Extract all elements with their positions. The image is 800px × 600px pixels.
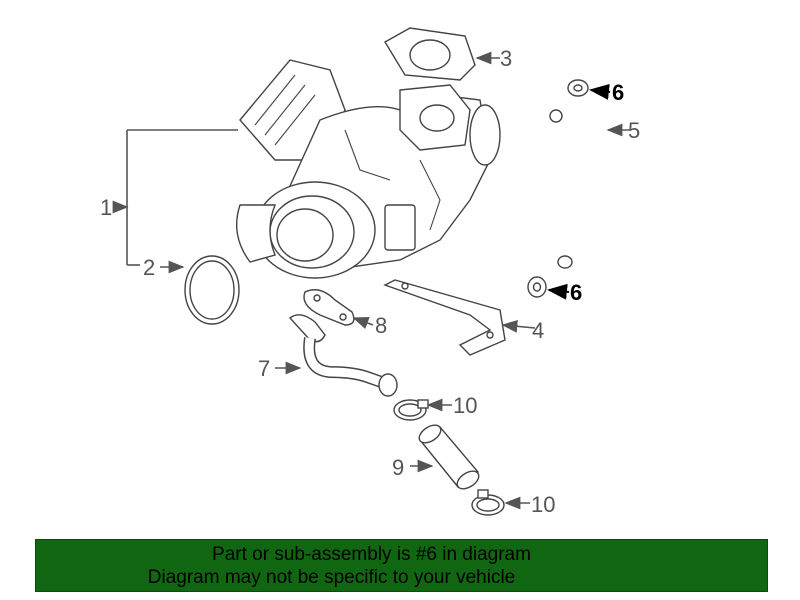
callout-9: 9 — [392, 455, 404, 480]
sealing-washer-part-6-bottom — [527, 276, 547, 298]
callout-5: 5 — [628, 118, 640, 143]
bracket-part-4 — [383, 279, 506, 356]
oil-return-pipe-part-7 — [288, 314, 398, 397]
banner-line-1: Part or sub-assembly is #6 in diagram — [212, 543, 531, 565]
gasket-part-3 — [384, 27, 476, 81]
hose-part-9 — [418, 424, 480, 490]
hose-clamp-part-10-lower — [471, 489, 505, 516]
oil-feed-line-part-5 — [537, 109, 608, 269]
callout-7: 7 — [258, 356, 270, 381]
hose-clamp-part-10-upper — [393, 399, 429, 421]
callout-4: 4 — [532, 318, 544, 343]
callout-6-top: 6 — [612, 80, 624, 105]
callout-8: 8 — [375, 313, 387, 338]
callout-3: 3 — [500, 46, 512, 71]
leader-lines — [117, 51, 630, 510]
callout-2: 2 — [143, 255, 155, 280]
part-notice-banner: Part or sub-assembly is #6 in diagram Di… — [35, 539, 768, 592]
turbocharger-assembly — [236, 59, 501, 279]
callout-10-lower: 10 — [531, 492, 555, 517]
callout-6-bottom: 6 — [570, 280, 582, 305]
callout-1: 1 — [100, 195, 112, 220]
sealing-washer-part-6-top — [567, 79, 589, 97]
callout-10-upper: 10 — [453, 393, 477, 418]
banner-line-2: Diagram may not be specific to your vehi… — [147, 566, 516, 588]
o-ring-part-2 — [184, 255, 240, 325]
